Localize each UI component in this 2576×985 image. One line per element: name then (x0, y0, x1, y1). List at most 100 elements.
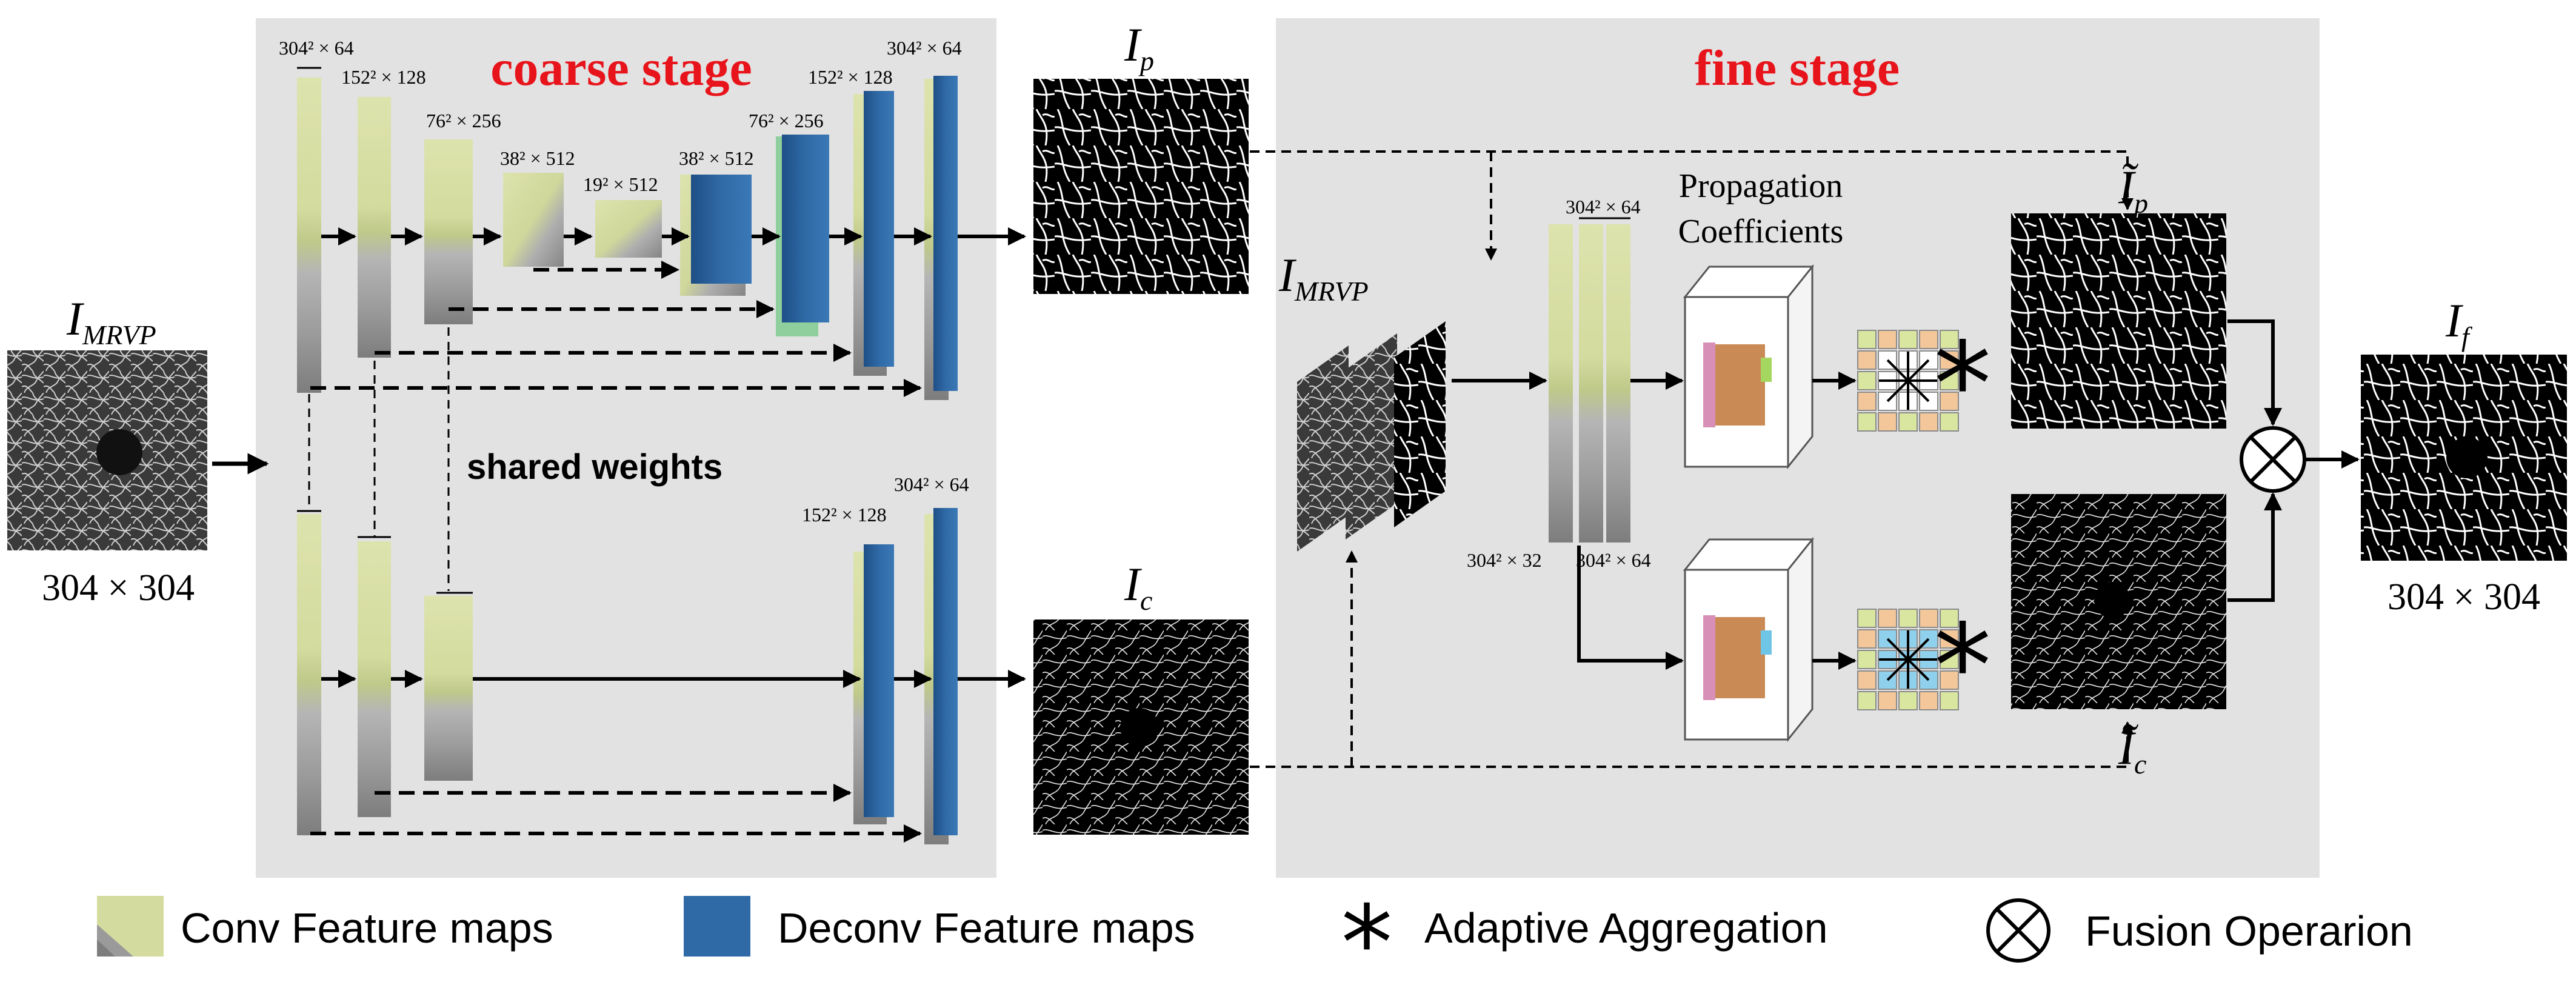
kernel-cell (1940, 650, 1959, 669)
kernel-ray (1886, 379, 1909, 402)
kernel-cell (1878, 691, 1897, 710)
output-label-sub: f (2461, 321, 2473, 352)
kernel-grid-top (1857, 330, 1959, 432)
upper-skip-connections (310, 261, 922, 397)
input-size: 304 × 304 (42, 567, 195, 609)
conv-block-u4 (503, 173, 564, 267)
kernel-ray (1907, 638, 1930, 661)
kernel-cell (1919, 691, 1938, 710)
kernel-cell (1940, 350, 1959, 370)
kernel-grid-bottom (1857, 609, 1959, 710)
kernel-cell (1898, 330, 1918, 349)
kernel-ray (1907, 359, 1930, 382)
conv-block-l1 (297, 514, 321, 835)
aggregation-asterisk-bottom: * (1934, 599, 1992, 733)
kernel-cell (1919, 629, 1938, 649)
legend-fusion-icon (1986, 898, 2050, 963)
aggregation-asterisk-top: * (1934, 318, 1992, 452)
upper-encoder (297, 76, 958, 400)
kernel-cell (1857, 330, 1877, 349)
kernel-cell (1857, 670, 1877, 690)
dim-u4: 38² × 512 (500, 147, 575, 169)
fine-feature-maps (1549, 224, 1630, 543)
dim-u3: 76² × 256 (426, 110, 501, 132)
kernel-cell (1857, 392, 1877, 411)
fine-conv-1 (1549, 224, 1573, 543)
kernel-cell (1857, 371, 1877, 390)
fine-input-label: IMRVP (1278, 249, 1369, 307)
ic-tilde-label-sub: c (2134, 749, 2146, 780)
dim-u5: 19² × 512 (583, 173, 658, 195)
propagation-cube-top (1683, 264, 1815, 470)
ic-label-sub: c (1140, 585, 1152, 616)
input-label-sub: MRVP (82, 319, 156, 350)
kernel-cell (1940, 629, 1959, 649)
legend-fusion-label: Fusion Operarion (2085, 907, 2413, 955)
dim-l9: 304² × 64 (894, 473, 969, 495)
fusion-operator (2240, 426, 2306, 493)
legend-deconv-swatch (684, 896, 750, 957)
deconv-block-u8 (864, 91, 894, 367)
output-label: If (2445, 294, 2473, 352)
kernel-cell (1940, 691, 1959, 710)
shared-weights-links (308, 327, 450, 591)
kernel-cell (1857, 350, 1877, 370)
kernel-ray (1886, 638, 1909, 661)
ic-tilde-fovea (2094, 582, 2131, 618)
kernel-ray (1907, 658, 1930, 681)
ic-label: Ic (1124, 558, 1152, 616)
fine-conv-2 (1579, 224, 1603, 543)
deconv-block-u9 (933, 76, 958, 391)
arrow-ic-tilde-to-fusion (2227, 492, 2282, 602)
fine-dashed-routes (1250, 150, 2134, 768)
ip-tilde-label-sub: p (2132, 188, 2148, 219)
legend-aggregation-label: Adaptive Aggregation (1424, 904, 1828, 952)
kernel-cell (1857, 691, 1877, 710)
kernel-ray (1886, 359, 1909, 382)
shared-weights-label: shared weights (467, 447, 722, 487)
ip-image (1033, 79, 1249, 294)
kernel-cell (1919, 330, 1938, 349)
fine-input-stack (1297, 321, 1446, 552)
fine-dim-bottom-right: 304² × 64 (1576, 549, 1651, 571)
arrow-features-to-box-bottom (1577, 546, 1684, 670)
legend-conv-label: Conv Feature maps (181, 904, 553, 952)
kernel-cell (1857, 412, 1877, 432)
lower-dimension-labels: 152² × 128 304² × 64 (802, 473, 969, 526)
deconv-block-u7 (782, 135, 829, 322)
conv-block-u1 (297, 78, 321, 393)
legend-asterisk-icon: * (1341, 884, 1393, 985)
kernel-cell (1878, 609, 1897, 628)
lower-skip-connections (310, 784, 922, 843)
kernel-cell (1940, 392, 1959, 411)
ip-label-sub: p (1138, 45, 1154, 76)
legend-conv-swatch (97, 896, 164, 957)
dim-u1: 304² × 64 (279, 37, 354, 59)
output-fovea (2446, 437, 2488, 478)
fine-conv-3 (1606, 224, 1630, 543)
coarse-stage-title: coarse stage (490, 40, 752, 96)
kernel-ray (1907, 379, 1930, 402)
kernel-cell (1878, 412, 1897, 432)
upper-dimension-labels: 304² × 64 152² × 128 76² × 256 38² × 512… (279, 37, 962, 195)
dim-u7: 76² × 256 (749, 110, 824, 132)
deconv-block-l9 (933, 508, 958, 835)
propagation-label-2: Coefficients (1678, 213, 1844, 250)
kernel-cell (1940, 609, 1959, 628)
kernel-cell (1898, 412, 1918, 432)
conv-block-u5 (595, 200, 662, 258)
propagation-label-1: Propagation (1679, 167, 1843, 205)
fovea (96, 429, 142, 475)
kernel-cell (1940, 670, 1959, 690)
input-label: IMRVP (66, 292, 156, 350)
kernel-cell (1857, 609, 1877, 628)
output-size: 304 × 304 (2387, 576, 2540, 618)
conv-block-u3 (424, 139, 473, 324)
kernel-cell (1857, 629, 1877, 649)
kernel-cell (1940, 371, 1959, 390)
ip-tilde-image (2011, 213, 2226, 429)
ip-label: Ip (1124, 18, 1154, 76)
dim-l8: 152² × 128 (802, 504, 887, 526)
fine-dim-top: 304² × 64 (1566, 196, 1641, 218)
